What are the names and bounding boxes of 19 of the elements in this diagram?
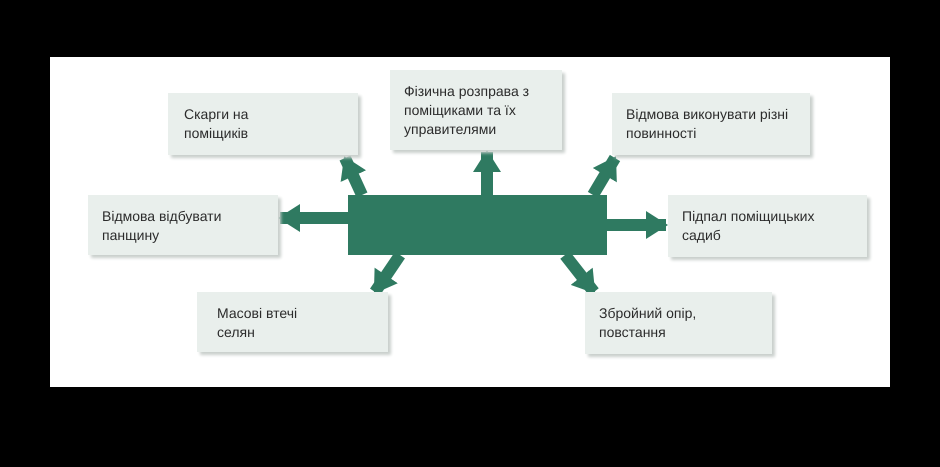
box-text: Збройний опір, повстання bbox=[599, 304, 698, 342]
arrow bbox=[607, 211, 668, 239]
box-text: Підпал поміщицьких садиб bbox=[682, 207, 816, 245]
arrow bbox=[340, 156, 368, 198]
central-box bbox=[348, 195, 607, 255]
box-text: Масові втечі селян bbox=[217, 304, 298, 342]
arrow bbox=[278, 204, 348, 232]
text-box bbox=[668, 195, 867, 257]
box-text: Відмова виконувати різні повинності bbox=[626, 105, 790, 143]
text-box bbox=[197, 292, 388, 352]
text-box bbox=[390, 70, 562, 150]
text-box bbox=[585, 292, 772, 354]
text-box bbox=[88, 195, 278, 255]
box-text: Фізична розправа з поміщиками та їх управителями bbox=[404, 82, 530, 139]
text-box bbox=[168, 93, 358, 155]
box-text: Відмова відбувати панщину bbox=[102, 207, 222, 245]
text-box bbox=[612, 93, 810, 155]
box-text: Скарги на поміщиків bbox=[184, 105, 250, 143]
arrow bbox=[473, 150, 501, 195]
